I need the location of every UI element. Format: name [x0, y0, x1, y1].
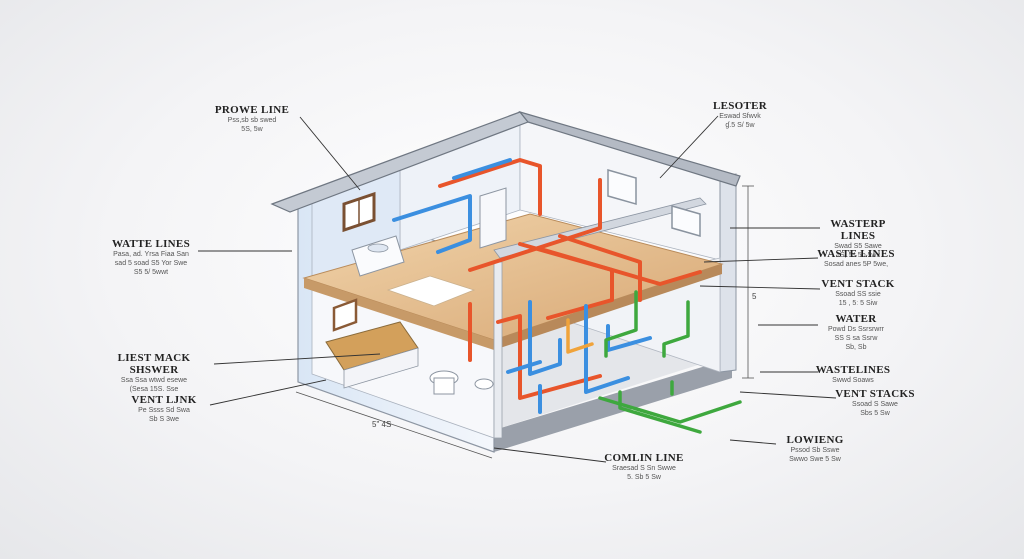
- label-sub: S5 5/ 5wwt: [133, 269, 169, 276]
- label-comlin-line: COMLIN LINE Sraesad S Sn Swwe 5. Sb 5 Sw: [598, 452, 690, 482]
- label-sub: Sbs 5 Sw: [860, 410, 890, 417]
- label-sub: Powd Ds Ssrsrwrr: [827, 326, 884, 333]
- floor-hole: [386, 275, 476, 307]
- label-title: VENT LJNK: [131, 394, 197, 406]
- label-sub: 5S, 5w: [241, 126, 263, 133]
- label-sub: Ssa Ssa wtwd esewe: [120, 377, 188, 384]
- label-title: LESOTER: [712, 100, 768, 112]
- label-title: WASTERP LINES: [830, 218, 886, 242]
- label-sub: Eswad Sfwvk: [719, 113, 761, 120]
- label-sub: Sraesad S Sn Swwe: [612, 465, 676, 472]
- label-wastelines: WASTELINES Swwd Soaws: [808, 364, 898, 385]
- leader-lines: [198, 115, 837, 463]
- label-lowieng: LOWIENG Pssod Sb Sswe Swwo Swe 5 Sw: [770, 434, 860, 464]
- label-vent-stacks: VENT STACKS Ssoad S Sawe Sbs 5 Sw: [830, 388, 920, 418]
- label-sub: Pe Ssss Sd Swa: [138, 407, 190, 414]
- vanity-lower: [325, 321, 419, 389]
- label-sub: Sb, Sb: [845, 344, 867, 351]
- label-sub: Swad S5 Sawe: [834, 243, 882, 250]
- upper-floor-edge-side: [494, 264, 722, 350]
- label-sub: Pasa, ad. Yrsa Fiaa San: [113, 251, 189, 258]
- label-wasterp-lines: WASTERP LINES Swad S5 Sawe 1S, 5s 5b 5wx: [812, 218, 904, 260]
- label-sub: Sb S 3we: [149, 416, 179, 423]
- label-sub: 1S, 5s 5b 5wx: [836, 252, 880, 259]
- label-sub: Sosad anes 5P 5we,: [823, 261, 889, 268]
- dimension-width-text: 5" 4S: [372, 420, 392, 429]
- bath-vanity-upper: [351, 235, 405, 277]
- label-sub: Ssoad S Sawe: [852, 401, 898, 408]
- label-prowe-line: PROWE LINE Pss,sb sb swed 5S, 5w: [207, 104, 297, 134]
- label-lest-mack-shower: LIEST MACK SHSWER Ssa Ssa wtwd esewe (Se…: [96, 352, 212, 394]
- waste-pipes: [566, 318, 594, 354]
- label-title: VENT STACKS: [835, 388, 915, 400]
- label-lesoter: LESOTER Eswad Sfwvk ɠ.5 S/ 5w: [697, 100, 783, 130]
- window-lower-left: [332, 298, 358, 332]
- label-sub: Pss,sb sb swed: [227, 117, 277, 124]
- dimension-lines: [295, 185, 754, 459]
- label-waste-lines: WASTE LINES Sosad anes 5P 5we,: [810, 248, 902, 269]
- label-sub: Swwd Soaws: [832, 377, 874, 384]
- label-vent-link: VENT LJNK Pe Ssss Sd Swa Sb S 3we: [126, 394, 202, 424]
- vent-pipes: [598, 290, 742, 434]
- label-title: WATER: [835, 313, 877, 325]
- hot-water-pipes: [438, 158, 702, 400]
- label-sub: Ssoad SS ssie: [835, 291, 881, 298]
- label-sub: (Sesa 15S. Sse: [129, 386, 179, 393]
- fridge: [479, 187, 507, 249]
- window-upper-left: [342, 191, 376, 233]
- label-sub: Pssod Sb Sswe: [790, 447, 840, 454]
- label-title: LOWIENG: [786, 434, 844, 446]
- cold-water-pipes: [392, 158, 652, 414]
- label-sub: 15 , 5ː 5 Siw: [838, 300, 878, 307]
- upper-floor-edge: [304, 278, 494, 350]
- label-title: WASTE LINES: [817, 248, 895, 260]
- label-vent-stack: VENT STACK Ssoad SS ssie 15 , 5ː 5 Siw: [812, 278, 904, 308]
- label-watte-lines: WATTE LINES Pasa, ad. Yrsa Fiaa San sad …: [105, 238, 197, 277]
- label-sub: ɠ.5 S/ 5w: [725, 122, 755, 129]
- label-sub: sad 5 soad S5 Yor Swe: [114, 260, 188, 267]
- label-title: VENT STACK: [821, 278, 895, 290]
- label-title: COMLIN LINE: [604, 452, 684, 464]
- label-title: WASTELINES: [815, 364, 891, 376]
- label-sub: Swwo Swe 5 Sw: [789, 456, 841, 463]
- label-sub: 5. Sb 5 Sw: [627, 474, 661, 481]
- label-title: PROWE LINE: [214, 104, 290, 116]
- roof-right: [518, 110, 741, 187]
- toilet-lower: [429, 370, 494, 395]
- label-title: WATTE LINES: [112, 238, 190, 250]
- wall-right: [719, 173, 737, 373]
- label-sub: SS S sa Ssrw: [834, 335, 878, 342]
- partition-post: [493, 261, 503, 439]
- window-upper-right: [607, 169, 701, 237]
- label-water: WATER Powd Ds Ssrsrwrr SS S sa Ssrw Sb, …: [810, 313, 902, 352]
- label-title: LIEST MACK SHSWER: [117, 352, 191, 376]
- dimension-height-text: 5: [752, 292, 757, 301]
